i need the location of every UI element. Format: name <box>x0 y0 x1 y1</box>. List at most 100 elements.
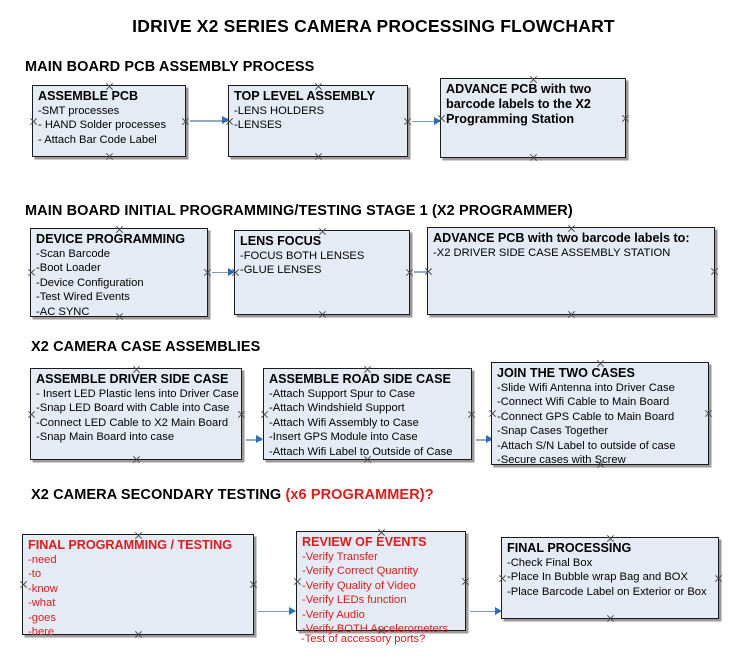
node-line: -AC SYNC <box>36 305 90 318</box>
arrow-head-icon <box>222 116 229 124</box>
node-line: - Insert LED Plastic lens into Driver Ca… <box>36 388 239 400</box>
node-line: -to <box>28 568 42 581</box>
node-line: -know <box>28 582 58 595</box>
node-line: -need <box>28 554 57 566</box>
node-line: -Connect LED Cable to X2 Main Board <box>36 416 229 429</box>
node-assemble-pcb[interactable]: ASSEMBLE PCB -SMT processes - HAND Solde… <box>32 85 186 157</box>
node-line: -Snap Cases Together <box>497 425 609 438</box>
connection-handle-right[interactable] <box>704 409 713 418</box>
page-title: IDRIVE X2 SERIES CAMERA PROCESSING FLOWC… <box>132 16 615 36</box>
arrow-head-icon <box>434 117 441 125</box>
node-header: REVIEW OF EVENTS <box>302 535 427 549</box>
node-line: -Scan Barcode <box>36 248 111 260</box>
node-advance-pcb-x2-programming-station[interactable]: ADVANCE PCB with two barcode labels to t… <box>440 78 626 158</box>
connection-handle-left[interactable] <box>29 117 38 126</box>
node-line: -Check Final Box <box>507 557 593 569</box>
connection-handle-left[interactable] <box>27 268 36 277</box>
node-line: -Slide Wifi Antenna into Driver Case <box>497 382 675 394</box>
section-title-text: X2 CAMERA SECONDARY TESTING <box>31 487 286 503</box>
connection-handle-right[interactable] <box>467 410 476 419</box>
node-line: -Connect GPS Cable to Main Board <box>497 410 675 423</box>
node-header: JOIN THE TWO CASES <box>497 366 635 380</box>
node-line: -Verify LEDs function <box>302 594 407 607</box>
node-line: -what <box>28 597 56 610</box>
connector-arrow <box>412 121 440 122</box>
connection-handle-right[interactable] <box>710 267 719 276</box>
connection-handle-right[interactable] <box>461 577 470 586</box>
arrow-head-icon <box>256 435 263 443</box>
section-title-main-board-pcb-assembly: MAIN BOARD PCB ASSEMBLY PROCESS <box>25 59 315 75</box>
node-line: -Snap Main Board into case <box>36 431 175 444</box>
connector-arrow <box>190 120 228 122</box>
connection-handle-left[interactable] <box>488 409 497 418</box>
connection-handle-right[interactable] <box>237 410 246 419</box>
node-line: -Place In Bubble wrap Bag and BOX <box>507 571 688 584</box>
node-line: -LENSES <box>234 119 282 132</box>
node-line: -Test Wired Events <box>36 291 130 304</box>
node-line: -Attach Wifi Assembly to Case <box>269 416 419 429</box>
node-line: -Attach Windshield Support <box>269 402 405 415</box>
connection-handle-right[interactable] <box>249 580 258 589</box>
arrow-head-icon <box>486 435 493 443</box>
node-assemble-road-side-case[interactable]: ASSEMBLE ROAD SIDE CASE -Attach Support … <box>263 368 472 460</box>
node-header: ASSEMBLE DRIVER SIDE CASE <box>36 372 229 386</box>
connection-handle-left[interactable] <box>498 574 507 583</box>
node-line: -Insert GPS Module into Case <box>269 431 418 444</box>
connector-arrow <box>246 439 262 441</box>
connector-arrow <box>470 611 500 612</box>
connection-handle-right[interactable] <box>203 268 212 277</box>
connection-handle-left[interactable] <box>27 410 36 419</box>
connection-handle-bottom[interactable] <box>529 153 538 162</box>
node-header: ASSEMBLE ROAD SIDE CASE <box>269 372 451 386</box>
section-title-highlight: (x6 PROGRAMMER)? <box>285 487 434 503</box>
node-line: -Connect Wifi Cable to Main Board <box>497 396 670 409</box>
section-title-x2-camera-case-assemblies: X2 CAMERA CASE ASSEMBLIES <box>31 339 261 355</box>
connection-handle-bottom[interactable] <box>132 455 141 464</box>
section-title-x2-camera-secondary-testing: X2 CAMERA SECONDARY TESTING (x6 PROGRAMM… <box>31 487 434 503</box>
node-line: -Verify Transfer <box>302 551 378 563</box>
connection-handle-bottom[interactable] <box>105 152 114 161</box>
connection-handle-bottom[interactable] <box>606 614 615 623</box>
node-header: LENS FOCUS <box>240 234 322 248</box>
node-advance-pcb-driver-side-case[interactable]: ADVANCE PCB with two barcode labels to: … <box>427 227 715 315</box>
node-device-programming[interactable]: DEVICE PROGRAMMING -Scan Barcode -Boot L… <box>27 228 208 318</box>
node-lens-focus[interactable]: LENS FOCUS -FOCUS BOTH LENSES -GLUE LENS… <box>234 230 410 315</box>
node-line: -X2 DRIVER SIDE CASE ASSEMBLY STATION <box>433 247 671 259</box>
node-final-programming-testing[interactable]: FINAL PROGRAMMING / TESTING -need -to -k… <box>19 534 254 638</box>
connection-handle-left[interactable] <box>260 410 269 419</box>
node-overflow-line: -Test of accessory ports? <box>301 633 426 645</box>
node-header: ADVANCE PCB with two barcode labels to t… <box>446 82 592 126</box>
node-header: TOP LEVEL ASSEMBLY <box>234 89 376 103</box>
arrow-head-icon <box>495 607 502 615</box>
connection-handle-right[interactable] <box>403 117 412 126</box>
arrow-head-icon <box>228 268 235 276</box>
node-line: -Place Barcode Label on Exterior or Box <box>507 585 707 598</box>
node-review-of-events[interactable]: REVIEW OF EVENTS -Verify Transfer -Verif… <box>293 531 466 645</box>
connection-handle-right[interactable] <box>405 268 414 277</box>
connection-handle-bottom[interactable] <box>567 310 576 319</box>
node-line: -Boot Loader <box>36 262 101 275</box>
connection-handle-right[interactable] <box>181 117 190 126</box>
node-final-processing[interactable]: FINAL PROCESSING -Check Final Box -Place… <box>501 537 719 619</box>
connection-handle-bottom[interactable] <box>314 152 323 161</box>
connection-handle-left[interactable] <box>19 580 28 589</box>
connection-handle-right[interactable] <box>714 574 723 583</box>
node-assemble-driver-side-case[interactable]: ASSEMBLE DRIVER SIDE CASE - Insert LED P… <box>30 368 242 460</box>
arrow-head-icon <box>289 607 296 615</box>
connection-handle-left[interactable] <box>293 577 302 586</box>
node-line: -Verify BOTH Accelerometers <box>302 623 449 636</box>
node-header: FINAL PROGRAMMING / TESTING <box>28 538 233 552</box>
node-line: -Device Configuration <box>36 276 144 289</box>
node-line: - HAND Solder processes <box>38 119 167 132</box>
node-line: -FOCUS BOTH LENSES <box>240 250 365 262</box>
connection-handle-bottom[interactable] <box>318 310 327 319</box>
node-line: -LENS HOLDERS <box>234 105 325 117</box>
connector-arrow <box>476 439 492 441</box>
node-line: - Attach Bar Code Label <box>38 133 157 146</box>
section-title-main-board-initial-programming: MAIN BOARD INITIAL PROGRAMMING/TESTING S… <box>25 203 573 219</box>
node-top-level-assembly[interactable]: TOP LEVEL ASSEMBLY -LENS HOLDERS -LENSES <box>228 85 408 157</box>
connection-handle-right[interactable] <box>621 114 630 123</box>
node-line: -Verify Audio <box>302 608 365 621</box>
node-join-the-two-cases[interactable]: JOIN THE TWO CASES -Slide Wifi Antenna i… <box>488 362 709 466</box>
node-line: -Verify Correct Quantity <box>302 565 419 578</box>
